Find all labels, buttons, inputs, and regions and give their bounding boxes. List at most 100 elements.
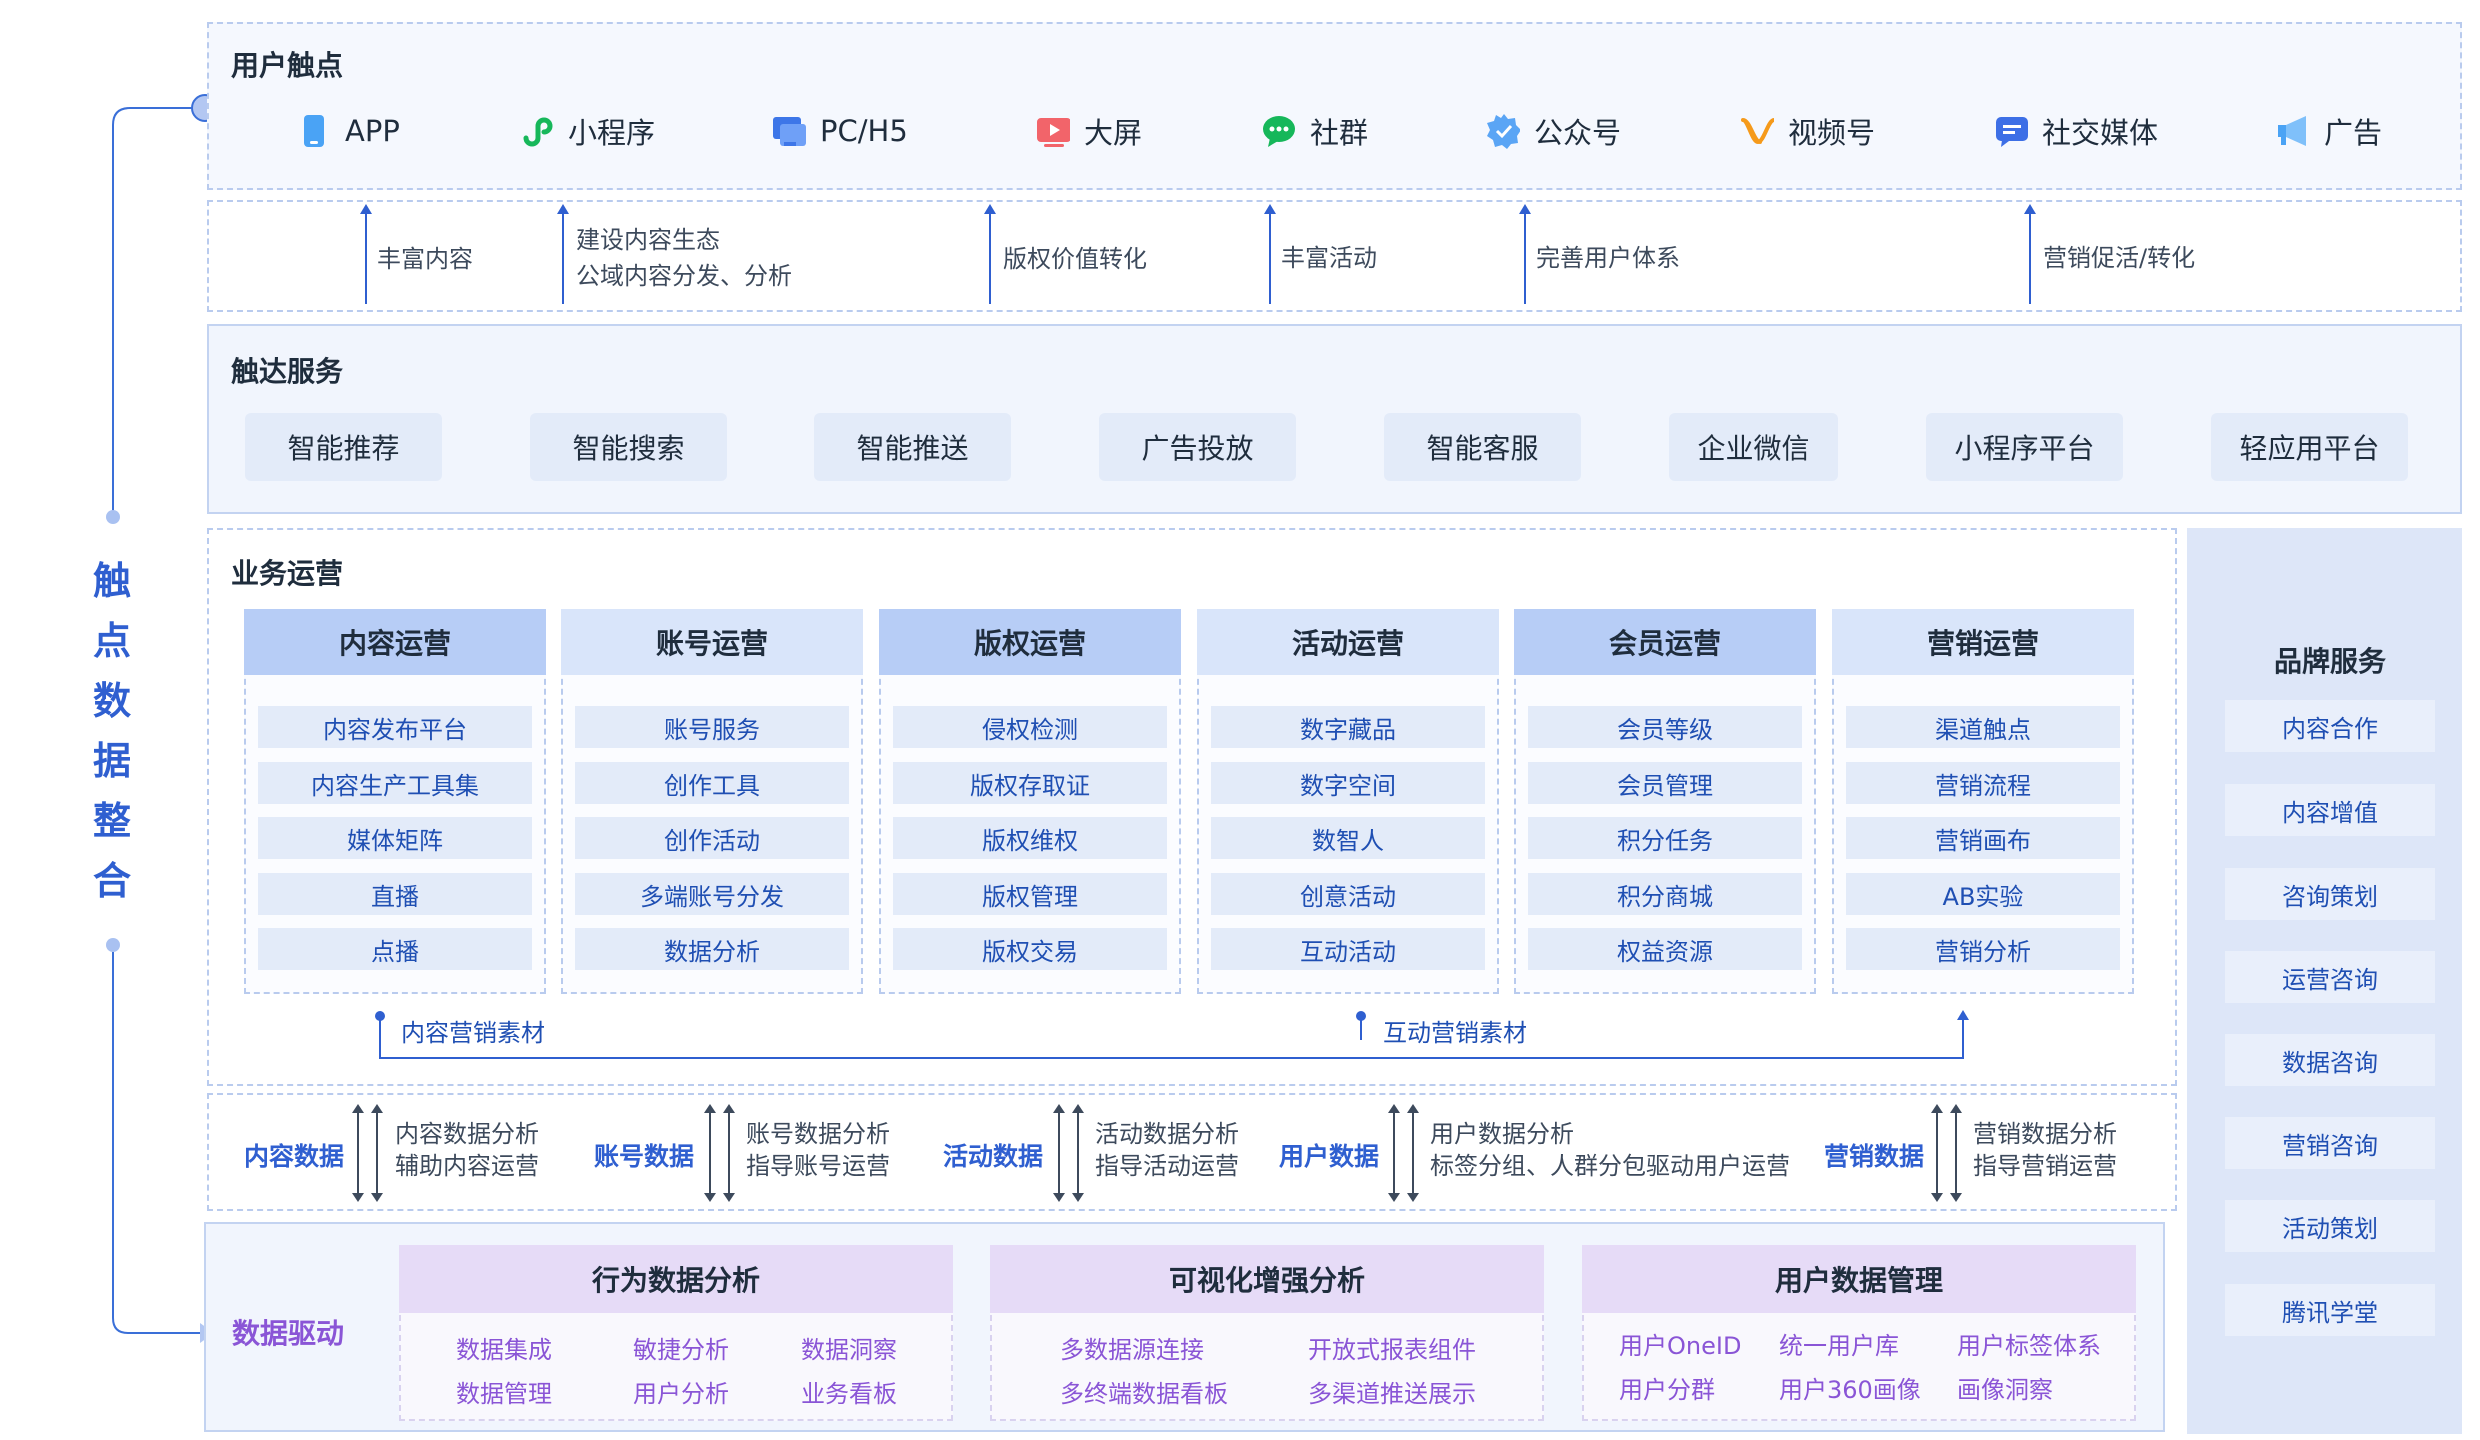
ops-item[interactable]: 数据分析 bbox=[575, 928, 849, 970]
ops-item[interactable]: 数智人 bbox=[1211, 817, 1485, 859]
ops-item[interactable]: 版权维权 bbox=[893, 817, 1167, 859]
data-card-item[interactable]: 用户标签体系 bbox=[1957, 1332, 2101, 1360]
service-ad-delivery[interactable]: 广告投放 bbox=[1099, 413, 1296, 481]
ops-item[interactable]: 点播 bbox=[258, 928, 532, 970]
ops-item[interactable]: 创作活动 bbox=[575, 817, 849, 859]
data-card-item[interactable]: 多终端数据看板 bbox=[1060, 1380, 1228, 1408]
data-card-item[interactable]: 用户分群 bbox=[1619, 1376, 1715, 1404]
touchpoint-mini-program[interactable]: 小程序 bbox=[520, 108, 655, 154]
ops-item[interactable]: 互动活动 bbox=[1211, 928, 1485, 970]
data-card-item[interactable]: 多渠道推送展示 bbox=[1308, 1380, 1476, 1408]
ops-item[interactable]: 营销分析 bbox=[1846, 928, 2120, 970]
ops-column-copyright: 版权运营 侵权检测 版权存取证 版权维权 版权管理 版权交易 bbox=[879, 609, 1181, 994]
data-flow-line: 标签分组、人群分包驱动用户运营 bbox=[1430, 1152, 1790, 1180]
touch-desc-line: 丰富活动 bbox=[1281, 244, 1377, 272]
data-flow-label: 活动数据 bbox=[943, 1142, 1044, 1171]
data-card-item[interactable]: 统一用户库 bbox=[1779, 1332, 1899, 1360]
touch-desc-text: 营销促活/转化 bbox=[2043, 240, 2195, 276]
touchpoints-title: 用户触点 bbox=[231, 49, 344, 82]
data-card-item[interactable]: 多数据源连接 bbox=[1060, 1336, 1204, 1364]
brand-service-item[interactable]: 腾讯学堂 bbox=[2225, 1284, 2435, 1336]
ops-item[interactable]: 内容发布平台 bbox=[258, 706, 532, 748]
ops-item[interactable]: 渠道触点 bbox=[1846, 706, 2120, 748]
mini-program-icon bbox=[520, 114, 554, 148]
big-screen-icon bbox=[1036, 114, 1070, 148]
data-flow-line: 账号数据分析 bbox=[746, 1120, 890, 1148]
ops-item[interactable]: 创作工具 bbox=[575, 762, 849, 804]
service-smart-recommend[interactable]: 智能推荐 bbox=[245, 413, 442, 481]
social-media-icon bbox=[1994, 114, 2028, 148]
data-card-item[interactable]: 用户分析 bbox=[633, 1380, 729, 1408]
ops-column-title: 版权运营 bbox=[879, 609, 1181, 675]
brand-service-item[interactable]: 内容增值 bbox=[2225, 784, 2435, 836]
touchpoint-pc-h5[interactable]: PC/H5 bbox=[772, 108, 908, 154]
touch-desc-text: 完善用户体系 bbox=[1536, 240, 1680, 276]
ops-item[interactable]: 积分任务 bbox=[1528, 817, 1802, 859]
touch-desc-line: 建设内容生态 bbox=[576, 226, 720, 254]
service-mini-program-platform[interactable]: 小程序平台 bbox=[1926, 413, 2123, 481]
ops-item[interactable]: 营销画布 bbox=[1846, 817, 2120, 859]
brand-service-item[interactable]: 咨询策划 bbox=[2225, 868, 2435, 920]
data-card-item[interactable]: 敏捷分析 bbox=[633, 1336, 729, 1364]
ops-item[interactable]: 会员管理 bbox=[1528, 762, 1802, 804]
ops-item[interactable]: 多端账号分发 bbox=[575, 873, 849, 915]
ops-item[interactable]: 版权管理 bbox=[893, 873, 1167, 915]
data-flow-line: 用户数据分析 bbox=[1430, 1120, 1574, 1148]
touchpoint-big-screen[interactable]: 大屏 bbox=[1036, 108, 1142, 154]
ops-item[interactable]: 营销流程 bbox=[1846, 762, 2120, 804]
ops-item[interactable]: 媒体矩阵 bbox=[258, 817, 532, 859]
touchpoint-social-media[interactable]: 社交媒体 bbox=[1994, 108, 2158, 154]
bidirectional-arrow bbox=[1407, 1104, 1419, 1202]
bidirectional-arrow bbox=[1931, 1104, 1943, 1202]
data-card-item[interactable]: 用户OneID bbox=[1619, 1332, 1742, 1360]
service-smart-push[interactable]: 智能推送 bbox=[814, 413, 1011, 481]
data-flow-label: 账号数据 bbox=[594, 1142, 695, 1171]
brand-service-item[interactable]: 内容合作 bbox=[2225, 700, 2435, 752]
monitor-icon bbox=[772, 114, 806, 148]
touchpoint-app[interactable]: APP bbox=[297, 108, 400, 154]
data-flow-label: 内容数据 bbox=[244, 1142, 345, 1171]
ops-item[interactable]: 创意活动 bbox=[1211, 873, 1485, 915]
chat-group-icon bbox=[1262, 114, 1296, 148]
data-card-item[interactable]: 画像洞察 bbox=[1957, 1376, 2053, 1404]
touchpoint-official-account[interactable]: 公众号 bbox=[1486, 108, 1621, 154]
ops-item[interactable]: 会员等级 bbox=[1528, 706, 1802, 748]
bidirectional-arrow bbox=[723, 1104, 735, 1202]
touch-desc-line: 丰富内容 bbox=[377, 245, 473, 273]
service-smart-search[interactable]: 智能搜索 bbox=[530, 413, 727, 481]
data-card-item[interactable]: 数据洞察 bbox=[801, 1336, 897, 1364]
ops-item[interactable]: 侵权检测 bbox=[893, 706, 1167, 748]
service-light-app-platform[interactable]: 轻应用平台 bbox=[2211, 413, 2408, 481]
data-card-item[interactable]: 数据管理 bbox=[456, 1380, 552, 1408]
ops-item[interactable]: 版权存取证 bbox=[893, 762, 1167, 804]
data-card-item[interactable]: 用户360画像 bbox=[1779, 1376, 1921, 1404]
ops-column-membership: 会员运营 会员等级 会员管理 积分任务 积分商城 权益资源 bbox=[1514, 609, 1816, 994]
ops-item[interactable]: AB实验 bbox=[1846, 873, 2120, 915]
touchpoint-advertising[interactable]: 广告 bbox=[2276, 108, 2382, 154]
brand-service-item[interactable]: 数据咨询 bbox=[2225, 1034, 2435, 1086]
touchpoint-video-channel[interactable]: 视频号 bbox=[1740, 108, 1875, 154]
data-flow-line: 辅助内容运营 bbox=[395, 1152, 539, 1180]
data-card-visualization: 可视化增强分析 多数据源连接 开放式报表组件 多终端数据看板 多渠道推送展示 bbox=[990, 1245, 1544, 1421]
ops-item[interactable]: 数字藏品 bbox=[1211, 706, 1485, 748]
ops-item[interactable]: 账号服务 bbox=[575, 706, 849, 748]
brand-service-item[interactable]: 活动策划 bbox=[2225, 1200, 2435, 1252]
data-card-user: 用户数据管理 用户OneID 统一用户库 用户标签体系 用户分群 用户360画像… bbox=[1582, 1245, 2136, 1421]
ops-item[interactable]: 权益资源 bbox=[1528, 928, 1802, 970]
ops-item[interactable]: 积分商城 bbox=[1528, 873, 1802, 915]
data-card-item[interactable]: 业务看板 bbox=[801, 1380, 897, 1408]
ops-item[interactable]: 数字空间 bbox=[1211, 762, 1485, 804]
ops-item[interactable]: 版权交易 bbox=[893, 928, 1167, 970]
ops-item[interactable]: 内容生产工具集 bbox=[258, 762, 532, 804]
service-smart-customer-service[interactable]: 智能客服 bbox=[1384, 413, 1581, 481]
brand-service-item[interactable]: 运营咨询 bbox=[2225, 951, 2435, 1003]
integration-label-char: 数 bbox=[93, 679, 132, 723]
data-flow-line: 指导营销运营 bbox=[1973, 1152, 2117, 1180]
data-card-item[interactable]: 开放式报表组件 bbox=[1308, 1336, 1476, 1364]
brand-service-item[interactable]: 营销咨询 bbox=[2225, 1117, 2435, 1169]
service-wecom[interactable]: 企业微信 bbox=[1669, 413, 1838, 481]
touchpoints-panel: 用户触点 bbox=[207, 22, 2462, 190]
data-card-item[interactable]: 数据集成 bbox=[456, 1336, 552, 1364]
touchpoint-community[interactable]: 社群 bbox=[1262, 108, 1368, 154]
ops-item[interactable]: 直播 bbox=[258, 873, 532, 915]
